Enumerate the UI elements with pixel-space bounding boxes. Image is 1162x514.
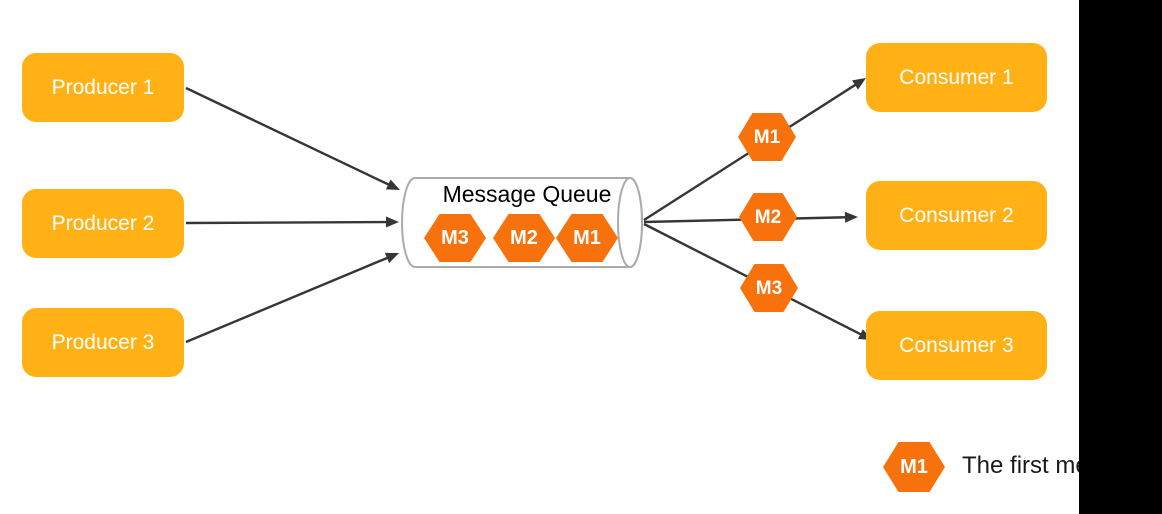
producer-1-label: Producer 1 [51, 76, 155, 99]
arrow-producer1-to-queue [185, 86, 391, 187]
consumer-2-node: Consumer 2 [866, 181, 1047, 250]
producer-2-node: Producer 2 [22, 189, 184, 258]
arrow-producer2-to-queue [185, 220, 389, 225]
arrow-producer1-to-queue-head [385, 179, 400, 190]
transit-message-m2-label: M2 [754, 206, 782, 228]
arrow-producer3-to-queue-head [384, 252, 399, 264]
producer-1-node: Producer 1 [22, 53, 184, 122]
queued-message-m3-icon: M3 [424, 214, 486, 262]
producer-3-node: Producer 3 [22, 308, 184, 377]
consumer-2-label: Consumer 2 [899, 204, 1014, 227]
transit-message-m1-label: M1 [753, 126, 781, 148]
queued-message-m3-label: M3 [441, 227, 469, 249]
consumer-3-label: Consumer 3 [899, 334, 1014, 357]
cropped-black-region [1079, 0, 1162, 514]
producer-3-label: Producer 3 [51, 331, 155, 354]
arrow-queue-to-consumer2-head [844, 211, 858, 223]
consumer-1-label: Consumer 1 [899, 66, 1014, 89]
queue-title: Message Queue [442, 181, 612, 207]
transit-message-m1-icon: M1 [738, 113, 796, 161]
queue-cylinder-cap [617, 177, 643, 268]
arrow-queue-to-consumer1-head [852, 78, 866, 90]
consumer-1-node: Consumer 1 [866, 43, 1047, 112]
transit-message-m3-label: M3 [755, 277, 783, 299]
queued-message-m2-label: M2 [510, 227, 538, 249]
arrow-producer2-to-queue-head [385, 216, 399, 228]
transit-message-m3-icon: M3 [740, 264, 798, 312]
producer-2-label: Producer 2 [51, 212, 155, 235]
queued-message-m1-label: M1 [573, 227, 601, 249]
arrow-producer3-to-queue [185, 256, 390, 344]
legend-symbol-label: M1 [900, 456, 928, 478]
consumer-3-node: Consumer 3 [866, 311, 1047, 380]
transit-message-m2-icon: M2 [739, 193, 797, 241]
legend-text: The first me [962, 452, 1089, 479]
